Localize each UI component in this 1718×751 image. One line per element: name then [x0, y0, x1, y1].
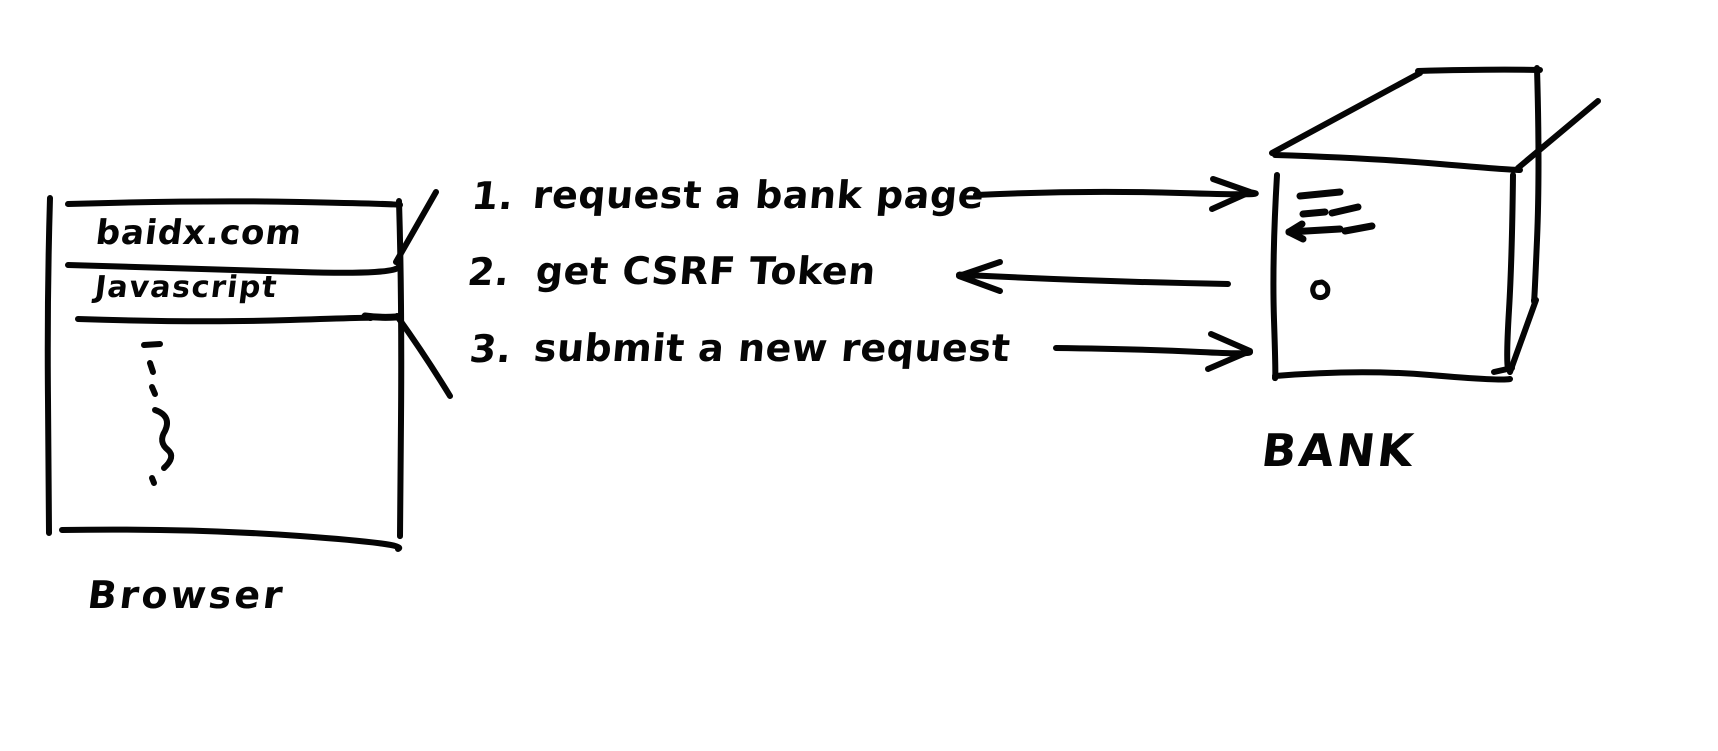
server-front-bottom	[1272, 369, 1513, 383]
server-slot-mark-1	[1296, 188, 1344, 200]
server-side-bottom-edge	[1507, 297, 1539, 375]
server-top-left-diagonal	[1269, 70, 1423, 156]
step-1-label: request a bank page	[531, 173, 987, 217]
server-slot-arrow-tip-lower	[1285, 228, 1307, 243]
bank-caption-label: BANK	[1258, 424, 1419, 477]
step-2-number: 2.	[465, 250, 513, 294]
step-2-label: get CSRF Token	[534, 249, 878, 293]
step-3-label: submit a new request	[532, 326, 1013, 370]
browser-top-edge	[65, 198, 403, 208]
arrow3-head	[1205, 331, 1253, 372]
code-dash-1	[141, 341, 163, 348]
code-dash-3	[149, 384, 158, 397]
server-top-back-edge	[1415, 66, 1543, 74]
arrow1-head	[1209, 176, 1253, 212]
callout-leaders	[393, 189, 453, 399]
server-top-right-diagonal	[1515, 98, 1601, 171]
arrow-browser-to-bank-request	[973, 176, 1259, 212]
step-1-number: 1.	[469, 174, 517, 218]
browser-left-edge	[44, 195, 53, 536]
leader-line-top	[393, 189, 439, 265]
arrow1-shaft	[973, 188, 1259, 198]
server-slot-mark-5	[1341, 222, 1376, 235]
arrow3-shaft	[1053, 345, 1253, 357]
leader-line-bottom	[394, 313, 453, 399]
server-front-top	[1272, 152, 1523, 173]
server-slot-mark-2	[1299, 208, 1329, 218]
browser-bottom-edge	[59, 526, 403, 552]
browser-body-code-squiggle	[141, 341, 175, 486]
browser-urlbar-divider	[65, 262, 402, 276]
browser-script-divider	[75, 314, 374, 325]
code-dash-4	[149, 475, 157, 486]
arrow2-shaft	[955, 271, 1231, 287]
step-3-number: 3.	[467, 327, 515, 371]
server-front-right-edge	[1504, 172, 1516, 372]
arrow-browser-to-bank-submit	[1053, 331, 1253, 372]
code-brace-squiggle	[152, 407, 175, 471]
server-power-button-icon	[1310, 279, 1331, 301]
bank-server-tower	[1269, 65, 1601, 383]
browser-javascript-label: Javascript	[92, 270, 280, 305]
browser-caption-label: Browser	[85, 573, 288, 617]
server-slot-mark-3	[1328, 203, 1362, 217]
browser-url-text: baidx.com	[93, 213, 305, 253]
server-side-back-edge	[1531, 65, 1542, 305]
browser-script-divider-tail	[361, 312, 400, 321]
arrow-bank-to-browser-token	[955, 259, 1231, 294]
server-front-left-edge	[1270, 172, 1280, 382]
code-dash-2	[147, 360, 156, 375]
arrow2-head	[956, 259, 1003, 294]
server-bottom-notch	[1491, 365, 1515, 375]
server-slot-mark-4	[1285, 225, 1344, 236]
